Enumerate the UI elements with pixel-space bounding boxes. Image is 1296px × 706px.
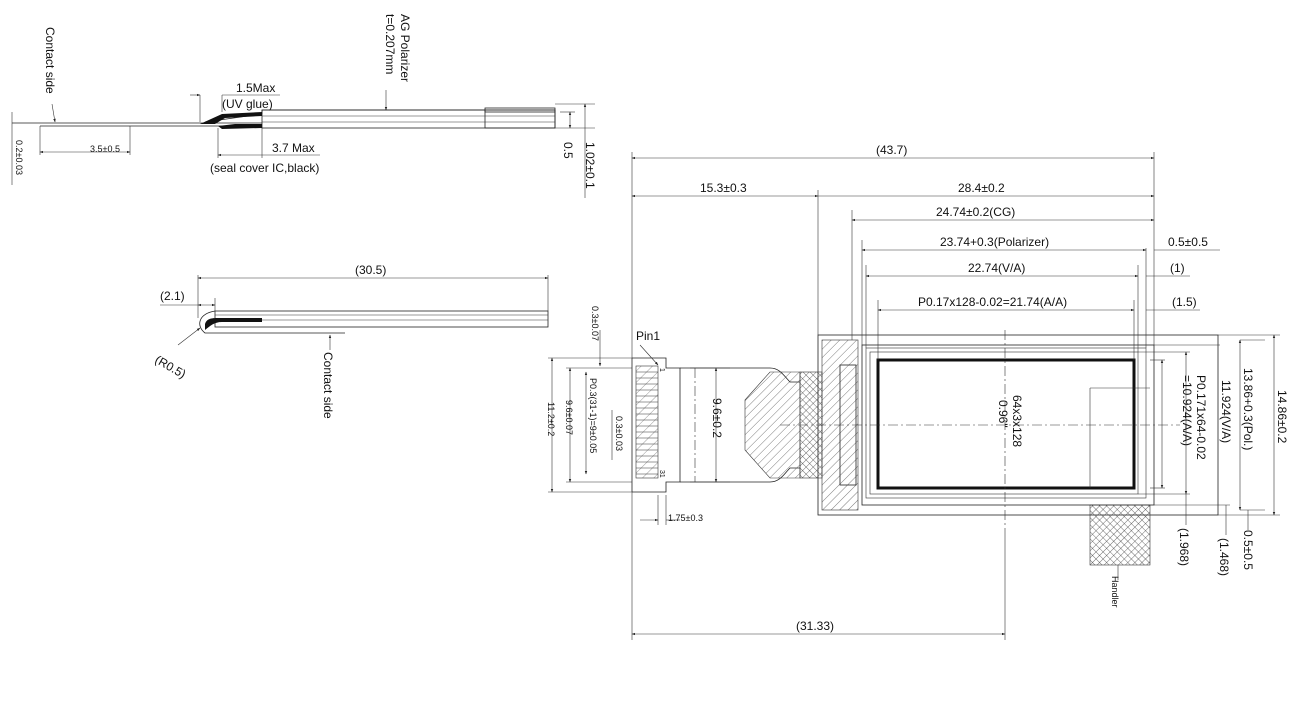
side-view-top: Contact side AG Polarizer t=0.207mm 1.5M… bbox=[11, 14, 597, 198]
label-1-02: 1.02±0.1 bbox=[583, 142, 597, 189]
label-resolution: 64x3x128 bbox=[1010, 395, 1024, 447]
label-aa-width: P0.17x128-0.02=21.74(A/A) bbox=[918, 295, 1067, 309]
label-0-5-top: 0.5 bbox=[561, 142, 575, 159]
label-9-6-2: 9.6±0.2 bbox=[710, 398, 724, 438]
label-right-0-5: 0.5±0.5 bbox=[1168, 235, 1208, 249]
label-r0-5: (R0.5) bbox=[153, 352, 189, 381]
fpc-bend-hatch bbox=[744, 371, 801, 479]
label-ag-polarizer: AG Polarizer bbox=[398, 14, 412, 82]
label-1-968: (1.968) bbox=[1177, 528, 1191, 566]
label-0-2: 0.2±0.03 bbox=[14, 140, 24, 175]
label-31-33: (31.33) bbox=[796, 619, 834, 633]
fpc-pins bbox=[635, 365, 659, 479]
active-area bbox=[876, 358, 1136, 490]
side-view-bottom: (30.5) (2.1) (R0.5) Contact side bbox=[153, 263, 549, 419]
label-1-5max: 1.5Max bbox=[236, 81, 275, 95]
label-pin-last: 31 bbox=[658, 470, 665, 478]
label-1-75: 1.75±0.3 bbox=[668, 513, 703, 523]
label-va-width: 22.74(V/A) bbox=[968, 261, 1025, 275]
label-3-5: 3.5±0.5 bbox=[90, 144, 120, 154]
label-aa-height-1: P0.171x64-0.02 bbox=[1194, 375, 1208, 460]
label-pitch: P0.3(31-1)=9±0.05 bbox=[588, 378, 598, 453]
label-pin1: Pin1 bbox=[636, 329, 660, 343]
label-15-3: 15.3±0.3 bbox=[700, 181, 747, 195]
front-view-panel: 64x3x128 0.96" Handler bbox=[780, 330, 1219, 608]
label-thickness: t=0.207mm bbox=[383, 14, 397, 74]
label-0-3-03: 0.3±0.03 bbox=[614, 416, 624, 451]
label-total-height: 14.86±0.2 bbox=[1275, 390, 1289, 444]
label-right-1: (1) bbox=[1170, 261, 1185, 275]
label-pol-width: 23.74+0.3(Polarizer) bbox=[940, 235, 1049, 249]
label-pol-height: 13.86+0.3(Pol.) bbox=[1241, 368, 1255, 450]
label-aa-height-2: =10.924(A/A) bbox=[1180, 375, 1194, 446]
label-3-7max: 3.7 Max bbox=[272, 141, 315, 155]
label-right-1-5: (1.5) bbox=[1172, 295, 1197, 309]
label-contact-side-bottom: Contact side bbox=[321, 352, 335, 419]
uv-glue-shape bbox=[200, 112, 262, 124]
front-view-dimensions: (43.7) 15.3±0.3 28.4±0.2 24.74±0.2(CG) 2… bbox=[631, 143, 1289, 640]
label-9-6-07: 9.6±0.07 bbox=[564, 400, 574, 435]
label-pin-first: 1 bbox=[658, 368, 665, 372]
fpc-connector: Pin1 1 31 0.3±0.07 11.2±0.2 9.6±0.07 P0.… bbox=[546, 306, 801, 525]
label-seal-cover: (seal cover IC,black) bbox=[210, 161, 319, 175]
label-1-468: (1.468) bbox=[1217, 538, 1231, 576]
label-cg-width: 24.74±0.2(CG) bbox=[936, 205, 1015, 219]
label-28-4: 28.4±0.2 bbox=[958, 181, 1005, 195]
label-handler: Handler bbox=[1110, 576, 1120, 608]
label-0-3-07: 0.3±0.07 bbox=[590, 306, 600, 341]
label-2-1: (2.1) bbox=[160, 289, 185, 303]
label-contact-side-top: Contact side bbox=[43, 27, 57, 94]
label-30-5: (30.5) bbox=[355, 263, 386, 277]
label-bottom-0-5: 0.5±0.5 bbox=[1241, 530, 1255, 570]
label-diagonal: 0.96" bbox=[996, 400, 1010, 428]
label-va-height: 11.924(V/A) bbox=[1219, 380, 1233, 443]
label-overall-width: (43.7) bbox=[876, 143, 907, 157]
label-11-2: 11.2±0.2 bbox=[546, 402, 556, 436]
label-uv-glue: (UV glue) bbox=[222, 97, 273, 111]
handler-tab bbox=[1089, 504, 1151, 566]
